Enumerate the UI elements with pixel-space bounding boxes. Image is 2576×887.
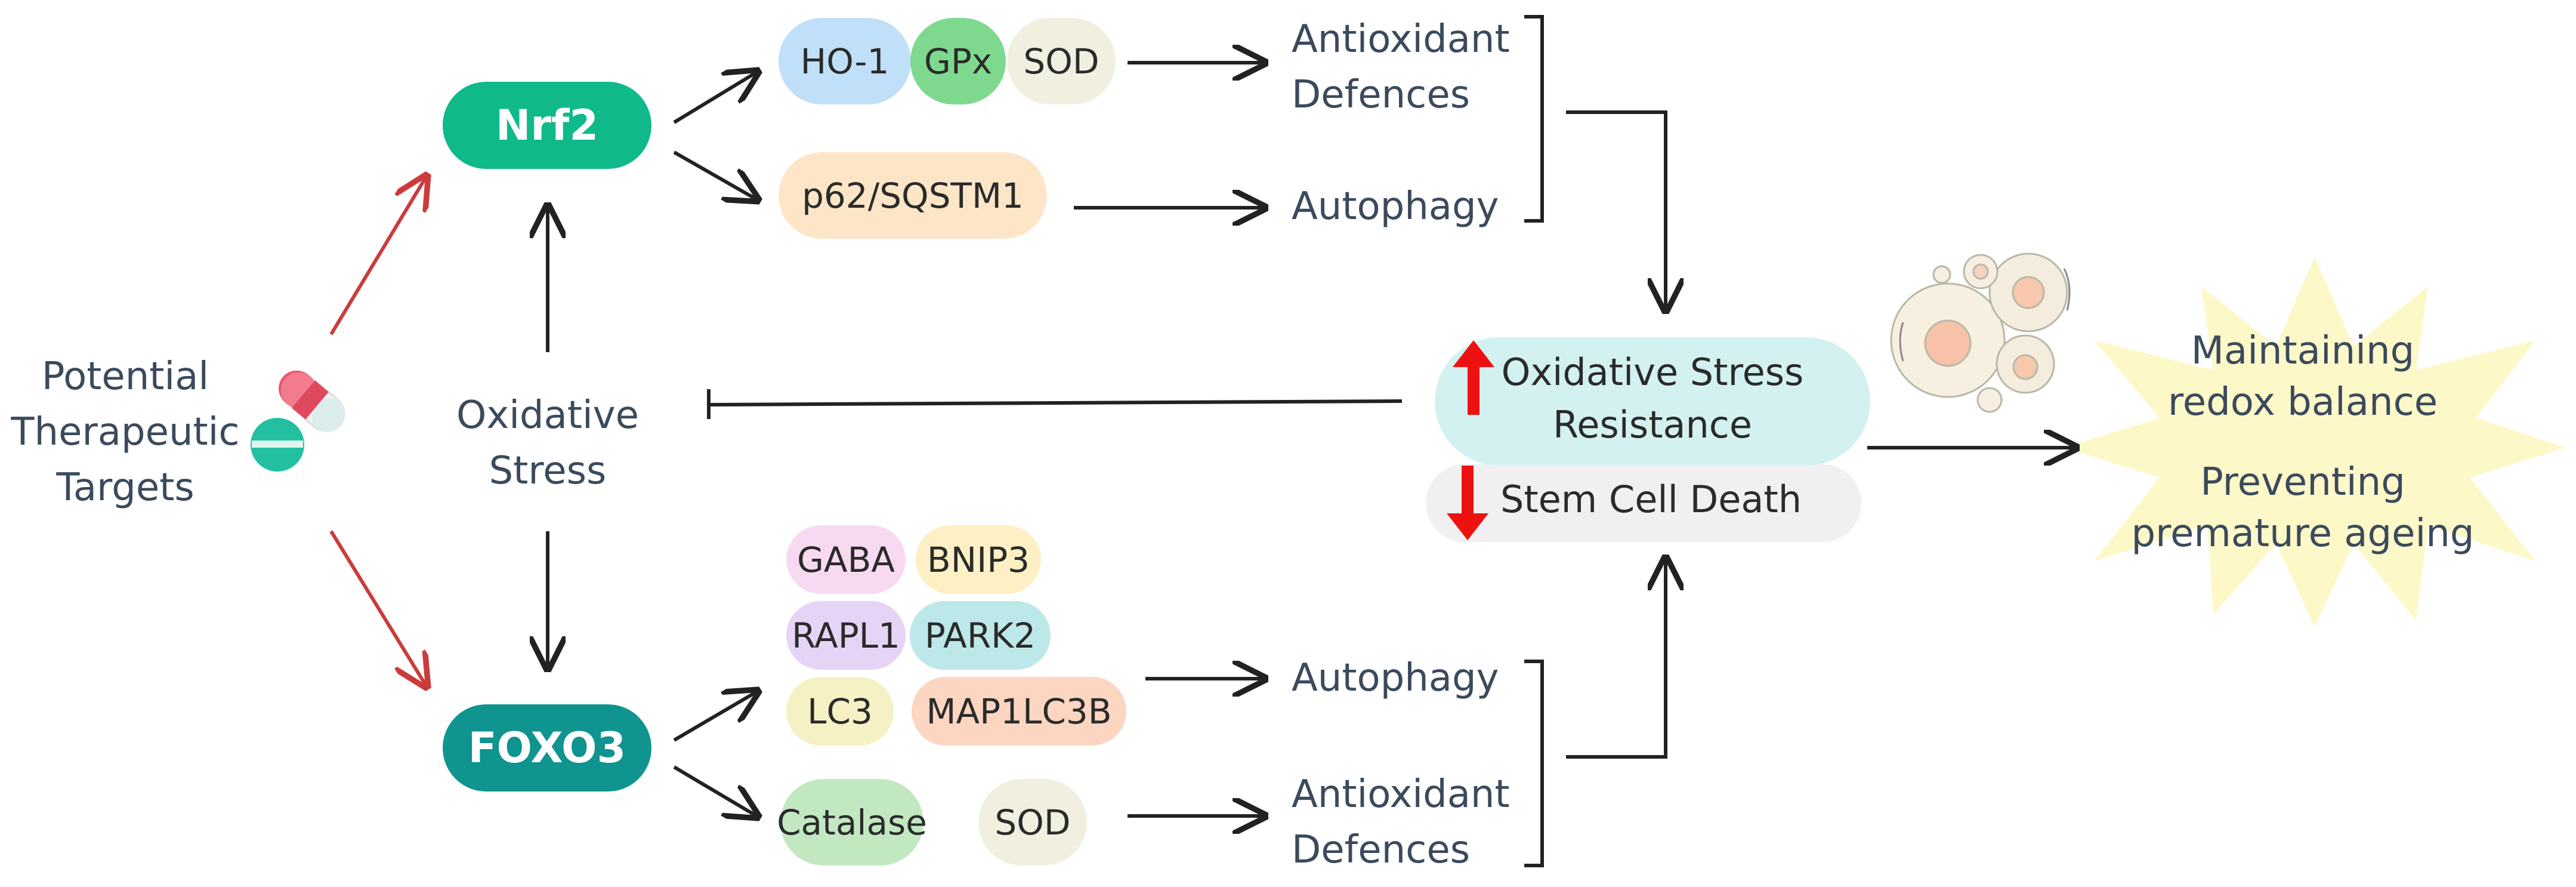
arrow-bracket-top-to-effects <box>1566 110 1666 310</box>
oxidative-stress-line2: Stress <box>489 448 607 493</box>
oxidative-stress-line1: Oxidative <box>456 393 639 438</box>
bracket-bottom <box>1524 660 1544 867</box>
arrow-nrf2-to-ho1 <box>673 72 758 124</box>
result-redox-balance: Maintaining redox balance <box>2124 325 2482 429</box>
resistance-line1: Oxidative Stress <box>1501 350 1804 394</box>
pills-icon <box>251 370 345 472</box>
stem-cells-icon <box>1890 252 2071 413</box>
result-premature-ageing: Preventing premature ageing <box>2106 457 2500 560</box>
antioxidant-defences-top: Antioxidant Defences <box>1292 12 1510 123</box>
target-map1lc3b: MAP1LC3B <box>912 677 1126 746</box>
antioxidant-top-line2: Defences <box>1292 72 1471 117</box>
arrow-pills-to-nrf2 <box>329 176 427 335</box>
arrow-bracket-bottom-to-effects <box>1566 558 1666 759</box>
autophagy-bottom: Autophagy <box>1292 656 1499 700</box>
down-arrow-icon <box>1447 466 1488 540</box>
starburst-shape <box>2064 257 2565 627</box>
target-sod-top: SOD <box>1007 18 1116 104</box>
target-rapl1: RAPL1 <box>786 601 906 670</box>
oxidative-resistance-box <box>1435 337 1870 466</box>
inhibition-line <box>709 399 1403 406</box>
target-lc3: LC3 <box>786 677 894 746</box>
potential-targets-line2: Therapeutic <box>11 409 240 454</box>
target-park2: PARK2 <box>910 601 1051 670</box>
foxo3-node: FOXO3 <box>443 704 651 791</box>
arrow-pills-to-foxo3 <box>329 530 427 686</box>
result-line1b: redox balance <box>2167 380 2438 425</box>
autophagy-top: Autophagy <box>1292 184 1499 229</box>
target-sod-bottom: SOD <box>978 779 1087 866</box>
result-line2a: Preventing <box>2200 460 2405 504</box>
target-bnip3: BNIP3 <box>916 525 1041 594</box>
arrow-foxo3-to-autophagy-targets <box>673 691 758 742</box>
oxidative-stress-label: Oxidative Stress <box>422 388 673 499</box>
arrow-nrf2-to-p62 <box>673 150 758 200</box>
stem-cell-death-text: Stem Cell Death <box>1500 478 1802 521</box>
antioxidant-defences-bottom: Antioxidant Defences <box>1292 767 1510 878</box>
oxidative-resistance-text: Oxidative Stress Resistance <box>1491 346 1814 451</box>
nrf2-node: Nrf2 <box>443 82 651 169</box>
potential-targets-line3: Targets <box>56 465 194 510</box>
up-arrow-icon <box>1453 340 1494 415</box>
potential-targets-line1: Potential <box>41 355 209 399</box>
antioxidant-bottom-line2: Defences <box>1292 827 1471 872</box>
target-gpx: GPx <box>910 18 1006 104</box>
result-line2b: premature ageing <box>2131 512 2475 556</box>
target-catalase: Catalase <box>777 779 927 866</box>
result-line1a: Maintaining <box>2191 329 2415 373</box>
bracket-top <box>1524 15 1544 223</box>
target-ho1: HO-1 <box>779 18 911 104</box>
target-gaba: GABA <box>786 525 906 594</box>
antioxidant-bottom-line1: Antioxidant <box>1292 772 1510 817</box>
potential-targets-label: Potential Therapeutic Targets <box>6 349 245 515</box>
resistance-line2: Resistance <box>1552 403 1753 447</box>
arrow-foxo3-to-catalase <box>673 765 758 817</box>
target-p62: p62/SQSTM1 <box>779 152 1047 239</box>
antioxidant-top-line1: Antioxidant <box>1292 17 1510 61</box>
stem-cell-death-box <box>1426 464 1861 542</box>
